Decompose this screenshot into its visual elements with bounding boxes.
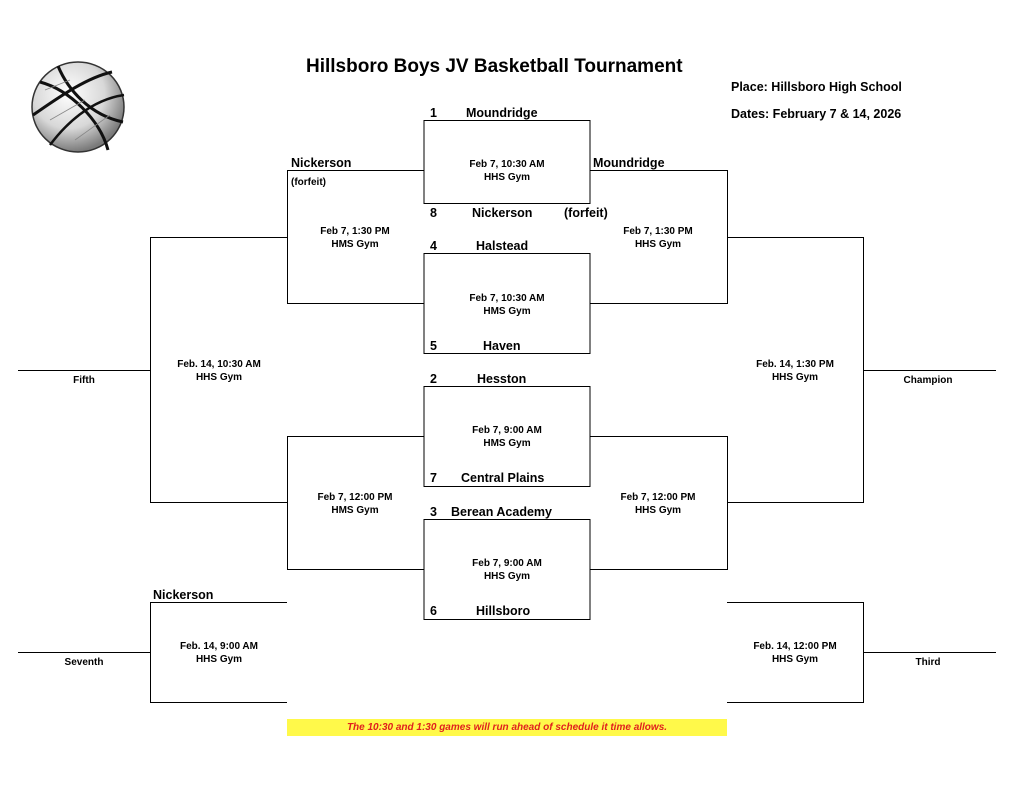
seed-4: 4 — [430, 239, 437, 253]
championship-semi-bottom-info: Feb 7, 12:00 PM HHS Gym — [588, 491, 728, 517]
seed-2: 2 — [430, 372, 437, 386]
game-1-gym: HHS Gym — [483, 172, 531, 183]
schedule-note: The 10:30 and 1:30 games will run ahead … — [287, 719, 727, 736]
seed-7: 7 — [430, 471, 437, 485]
fifth-place-label: Fifth — [73, 375, 95, 386]
seventh-place-time: Feb. 14, 9:00 AM — [180, 641, 258, 652]
championship-semi-top-time: Feb 7, 1:30 PM — [623, 226, 693, 237]
page-title: Hillsboro Boys JV Basketball Tournament — [306, 56, 683, 77]
team-moundridge: Moundridge — [466, 106, 538, 120]
game-3-time: Feb 7, 9:00 AM — [472, 425, 542, 436]
seed-6: 6 — [430, 604, 437, 618]
team-berean-academy: Berean Academy — [451, 505, 552, 519]
game-2-info: Feb 7, 10:30 AM HMS Gym — [437, 292, 577, 318]
semifinal-winner-moundridge: Moundridge — [593, 156, 665, 170]
fifth-place-info: Feb. 14, 10:30 AM HHS Gym — [149, 358, 289, 384]
place-info: Place: Hillsboro High School — [731, 80, 902, 94]
seventh-place-info: Feb. 14, 9:00 AM HHS Gym — [149, 640, 289, 666]
third-place-label: Third — [915, 657, 941, 668]
seventh-place-label: Seventh — [64, 657, 104, 668]
team-hillsboro: Hillsboro — [476, 604, 531, 618]
seed-5: 5 — [430, 339, 437, 353]
game-2-time: Feb 7, 10:30 AM — [469, 293, 545, 304]
championship-semi-bottom-time: Feb 7, 12:00 PM — [620, 492, 696, 503]
consolation-semi-top-info: Feb 7, 1:30 PM HMS Gym — [285, 225, 425, 251]
fifth-place-time: Feb. 14, 10:30 AM — [177, 359, 261, 370]
consolation-winner-nickerson: Nickerson — [291, 156, 352, 170]
seed-3: 3 — [430, 505, 437, 519]
third-place-time: Feb. 14, 12:00 PM — [753, 641, 837, 652]
seed-1: 1 — [430, 106, 437, 120]
team-nickerson: Nickerson — [472, 206, 533, 220]
champion-label: Champion — [903, 375, 953, 386]
dates-info: Dates: February 7 & 14, 2026 — [731, 107, 902, 121]
consolation-semi-bottom-gym: HMS Gym — [331, 505, 379, 516]
game-4-time: Feb 7, 9:00 AM — [472, 558, 542, 569]
game-4-gym: HHS Gym — [483, 571, 531, 582]
team-central-plains: Central Plains — [461, 471, 545, 485]
game-4-info: Feb 7, 9:00 AM HHS Gym — [437, 557, 577, 583]
team-halstead: Halstead — [476, 239, 529, 253]
championship-gym: HHS Gym — [771, 372, 819, 383]
basketball-icon — [31, 61, 125, 153]
game-2-gym: HMS Gym — [483, 306, 531, 317]
consolation-semi-bottom-info: Feb 7, 12:00 PM HMS Gym — [285, 491, 425, 517]
championship-semi-top-info: Feb 7, 1:30 PM HHS Gym — [588, 225, 728, 251]
third-place-gym: HHS Gym — [771, 654, 819, 665]
team-haven: Haven — [483, 339, 521, 353]
consolation-semi-top-time: Feb 7, 1:30 PM — [320, 226, 390, 237]
game-3-gym: HMS Gym — [483, 438, 531, 449]
championship-semi-top-gym: HHS Gym — [634, 239, 682, 250]
consolation-semi-bottom-time: Feb 7, 12:00 PM — [317, 492, 393, 503]
championship-semi-bottom-gym: HHS Gym — [634, 505, 682, 516]
seventh-place-team: Nickerson — [153, 588, 214, 602]
game-1-time: Feb 7, 10:30 AM — [469, 159, 545, 170]
third-place-info: Feb. 14, 12:00 PM HHS Gym — [725, 640, 865, 666]
forfeit-note: (forfeit) — [564, 206, 608, 220]
team-hesston: Hesston — [477, 372, 527, 386]
seventh-place-gym: HHS Gym — [195, 654, 243, 665]
championship-info: Feb. 14, 1:30 PM HHS Gym — [725, 358, 865, 384]
consolation-forfeit-note: (forfeit) — [291, 177, 326, 188]
championship-time: Feb. 14, 1:30 PM — [756, 359, 834, 370]
game-1-info: Feb 7, 10:30 AM HHS Gym — [437, 158, 577, 184]
seed-8: 8 — [430, 206, 437, 220]
consolation-semi-top-gym: HMS Gym — [331, 239, 379, 250]
fifth-place-gym: HHS Gym — [195, 372, 243, 383]
game-3-info: Feb 7, 9:00 AM HMS Gym — [437, 424, 577, 450]
